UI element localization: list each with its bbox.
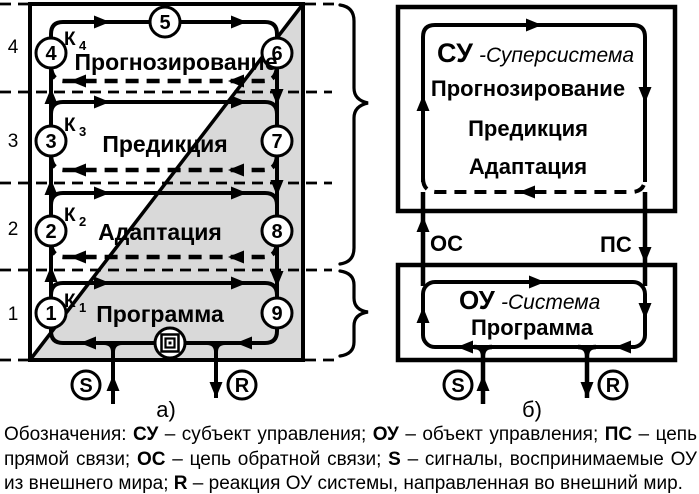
oc-label: ОС [430,231,463,256]
svg-text:3: 3 [45,131,56,153]
brace-supersystem [338,3,369,266]
node-circles: 4 3 2 1 5 6 7 8 9 [34,5,294,330]
svg-text:3: 3 [79,124,86,139]
svg-text:К: К [64,29,76,50]
pc-label: ПС [600,232,632,257]
supersystem-name: -Суперсистема [479,44,634,67]
svg-text:1: 1 [8,304,19,325]
svg-text:S: S [451,375,464,397]
panel-b-caption: б) [522,397,542,422]
brace-system [338,269,369,358]
oc-pc-wires [420,192,648,404]
band-prediction: Предикция [102,131,227,157]
svg-text:1: 1 [45,303,56,325]
svg-text:2: 2 [8,219,19,240]
svg-text:2: 2 [45,221,56,243]
svg-text:Адаптация: Адаптация [469,154,587,179]
supersystem-box [395,4,678,214]
node-2: 2 [34,214,68,248]
supersystem-abbr: СУ [437,38,474,68]
svg-text:9: 9 [271,303,282,325]
feedback-dashed-lines [48,65,280,260]
band-program: Программа [96,301,224,327]
system-name: -Система [501,291,600,314]
node-1: 1 [34,296,68,330]
svg-text:1: 1 [79,300,86,315]
svg-text:5: 5 [159,12,170,34]
svg-text:S: S [79,375,92,397]
node-6: 6 [260,36,294,70]
node-5: 5 [148,5,182,39]
svg-text:2: 2 [79,214,86,229]
svg-text:3: 3 [8,131,19,152]
panel-a-box-border [28,2,305,362]
panel-a-reaction-out: R [226,369,258,401]
panel-b-signal-in: S [442,369,474,401]
node-3: 3 [34,124,68,158]
grouping-braces [338,3,369,358]
panel-b-reaction-out: R [597,369,629,401]
system-abbr: ОУ [459,285,496,315]
svg-text:R: R [606,375,621,397]
legend-text: Обозначения: СУ – субъект управления; ОУ… [4,424,697,494]
svg-text:Предикция: Предикция [468,116,588,141]
level-numbers: 4 3 2 1 [8,37,19,325]
svg-text:4: 4 [79,38,87,53]
svg-text:4: 4 [8,37,19,58]
panel-a-signal-in: S [70,369,102,401]
svg-text:7: 7 [271,131,282,153]
band-adaptation: Адаптация [98,219,222,245]
panel-a-caption: а) [156,397,176,422]
target-icon [153,326,187,360]
band-forecasting: Прогнозирование [75,49,278,75]
band-titles: Прогнозирование Предикция Адаптация Прог… [75,49,278,327]
svg-text:6: 6 [271,43,282,65]
svg-text:К: К [64,291,76,312]
node-8: 8 [260,214,294,248]
node-9: 9 [260,296,294,330]
svg-text:К: К [64,115,76,136]
node-7: 7 [260,124,294,158]
svg-text:К: К [64,205,76,226]
svg-text:4: 4 [45,43,57,65]
svg-text:Программа: Программа [471,315,594,340]
panel-b: СУ -Суперсистема Прогнозирование Предикц… [395,4,678,422]
node-4: 4 [34,36,68,70]
svg-text:8: 8 [271,221,282,243]
svg-text:R: R [235,375,250,397]
svg-text:Прогнозирование: Прогнозирование [431,76,625,101]
